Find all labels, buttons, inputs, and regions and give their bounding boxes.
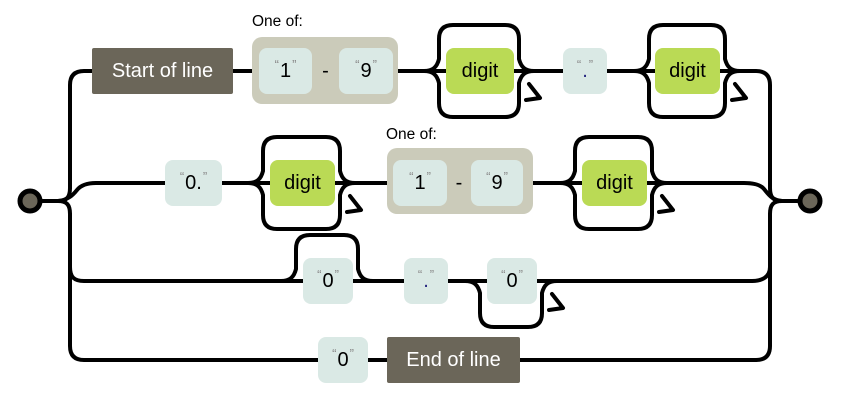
close-quote: ” <box>429 266 435 282</box>
row3-line <box>68 265 754 283</box>
open-quote: “ <box>179 168 185 184</box>
close-quote: ” <box>349 345 354 361</box>
row1-digit-label-2: digit <box>669 60 706 82</box>
row1-range-to-node: “9” <box>339 48 393 94</box>
row2-range-separator-char: - <box>455 171 463 194</box>
row4-zero-char: 0 <box>337 349 349 371</box>
open-quote: “ <box>417 266 423 282</box>
row1-digit-label-1: digit <box>461 60 499 82</box>
row2-repeat2-loop <box>558 181 669 231</box>
row3-dot-node: “.” <box>404 258 448 304</box>
row1-repeat2-bypass <box>632 23 742 73</box>
row2-repeat1-loop <box>246 181 357 231</box>
open-quote: “ <box>501 266 506 282</box>
close-quote: ” <box>426 168 431 184</box>
open-quote: “ <box>274 56 279 72</box>
row2-line-right <box>531 181 784 203</box>
row2-range-to-char: 9 <box>491 172 503 194</box>
start-of-line-label: Start of line <box>111 60 214 82</box>
close-quote: ” <box>518 266 523 282</box>
row1-range-separator-char: - <box>322 59 329 82</box>
close-quote: ” <box>202 168 208 184</box>
row1-range-separator: - <box>312 48 339 94</box>
row2-range-from-node: “1” <box>393 160 447 206</box>
row3-optional-zero-node: “0” <box>303 258 353 304</box>
row3-optional-bypass <box>279 233 375 283</box>
row1-repeat1-bypass <box>422 23 536 73</box>
right-corner-down <box>768 199 784 216</box>
start-of-line-node: Start of line <box>92 48 233 94</box>
right-trunk-row4 <box>754 212 772 362</box>
start-terminal-icon <box>17 188 43 214</box>
row1-digit-node-2: digit <box>655 48 720 94</box>
end-of-line-node: End of line <box>387 337 520 383</box>
row2-zero-dot-chars: 0. <box>185 172 202 194</box>
row3-dot-char: . <box>423 270 429 292</box>
close-quote: ” <box>292 56 297 72</box>
end-of-line-label: End of line <box>406 349 501 371</box>
row3-repeat-zero-char: 0 <box>506 270 518 292</box>
open-quote: “ <box>486 168 491 184</box>
row2-digit-label-1: digit <box>284 172 321 194</box>
row2-digit-node-2: digit <box>582 160 647 206</box>
row2-range-from-char: 1 <box>414 172 426 194</box>
close-quote: ” <box>588 56 594 72</box>
row2-range-to-node: “9” <box>471 160 523 206</box>
row2-digit-node-1: digit <box>270 160 335 206</box>
right-trunk-row1 <box>396 69 772 190</box>
row4-zero-node: “0” <box>318 337 368 383</box>
left-trunk-row4 <box>68 212 758 362</box>
row1-repeat2-arrow-icon <box>730 82 748 102</box>
row2-one-of-label: One of: <box>386 126 437 143</box>
open-quote: “ <box>317 266 322 282</box>
row2-repeat1-arrow-icon <box>345 194 363 214</box>
open-quote: “ <box>355 56 360 72</box>
row1-repeat2-loop <box>632 69 742 119</box>
row1-range-from-char: 1 <box>279 60 292 82</box>
row2-range-separator: - <box>447 160 471 206</box>
row1-dot-char: . <box>582 60 588 82</box>
open-quote: “ <box>409 168 414 184</box>
open-quote: “ <box>332 345 337 361</box>
left-corner-down <box>56 199 72 216</box>
row1-one-of-label: One of: <box>252 13 303 30</box>
row2-repeat2-bypass <box>558 135 669 185</box>
row2-repeat2-arrow-icon <box>657 194 675 214</box>
close-quote: ” <box>503 168 508 184</box>
row3-repeat-loop <box>463 279 559 329</box>
row3-repeat-arrow-icon <box>547 292 565 312</box>
row1-range-to-char: 9 <box>360 60 372 82</box>
row2-repeat1-bypass <box>246 135 357 185</box>
row1-digit-node-1: digit <box>446 48 514 94</box>
row3-optional-zero-char: 0 <box>322 270 334 292</box>
row2-zero-dot-node: “0.” <box>165 160 222 206</box>
row1-dot-node: “.” <box>563 48 607 94</box>
row2-digit-label-2: digit <box>596 172 633 194</box>
row1-range-from-node: “1” <box>259 48 312 94</box>
row1-repeat1-loop <box>422 69 536 119</box>
end-terminal-icon <box>797 188 823 214</box>
close-quote: ” <box>334 266 339 282</box>
left-trunk-row1 <box>68 69 254 190</box>
row1-repeat1-arrow-icon <box>524 82 542 102</box>
row2-line-left <box>56 181 389 203</box>
open-quote: “ <box>576 56 582 72</box>
row3-repeat-zero-node: “0” <box>487 258 537 304</box>
close-quote: ” <box>372 56 377 72</box>
row3-merge <box>750 265 772 283</box>
